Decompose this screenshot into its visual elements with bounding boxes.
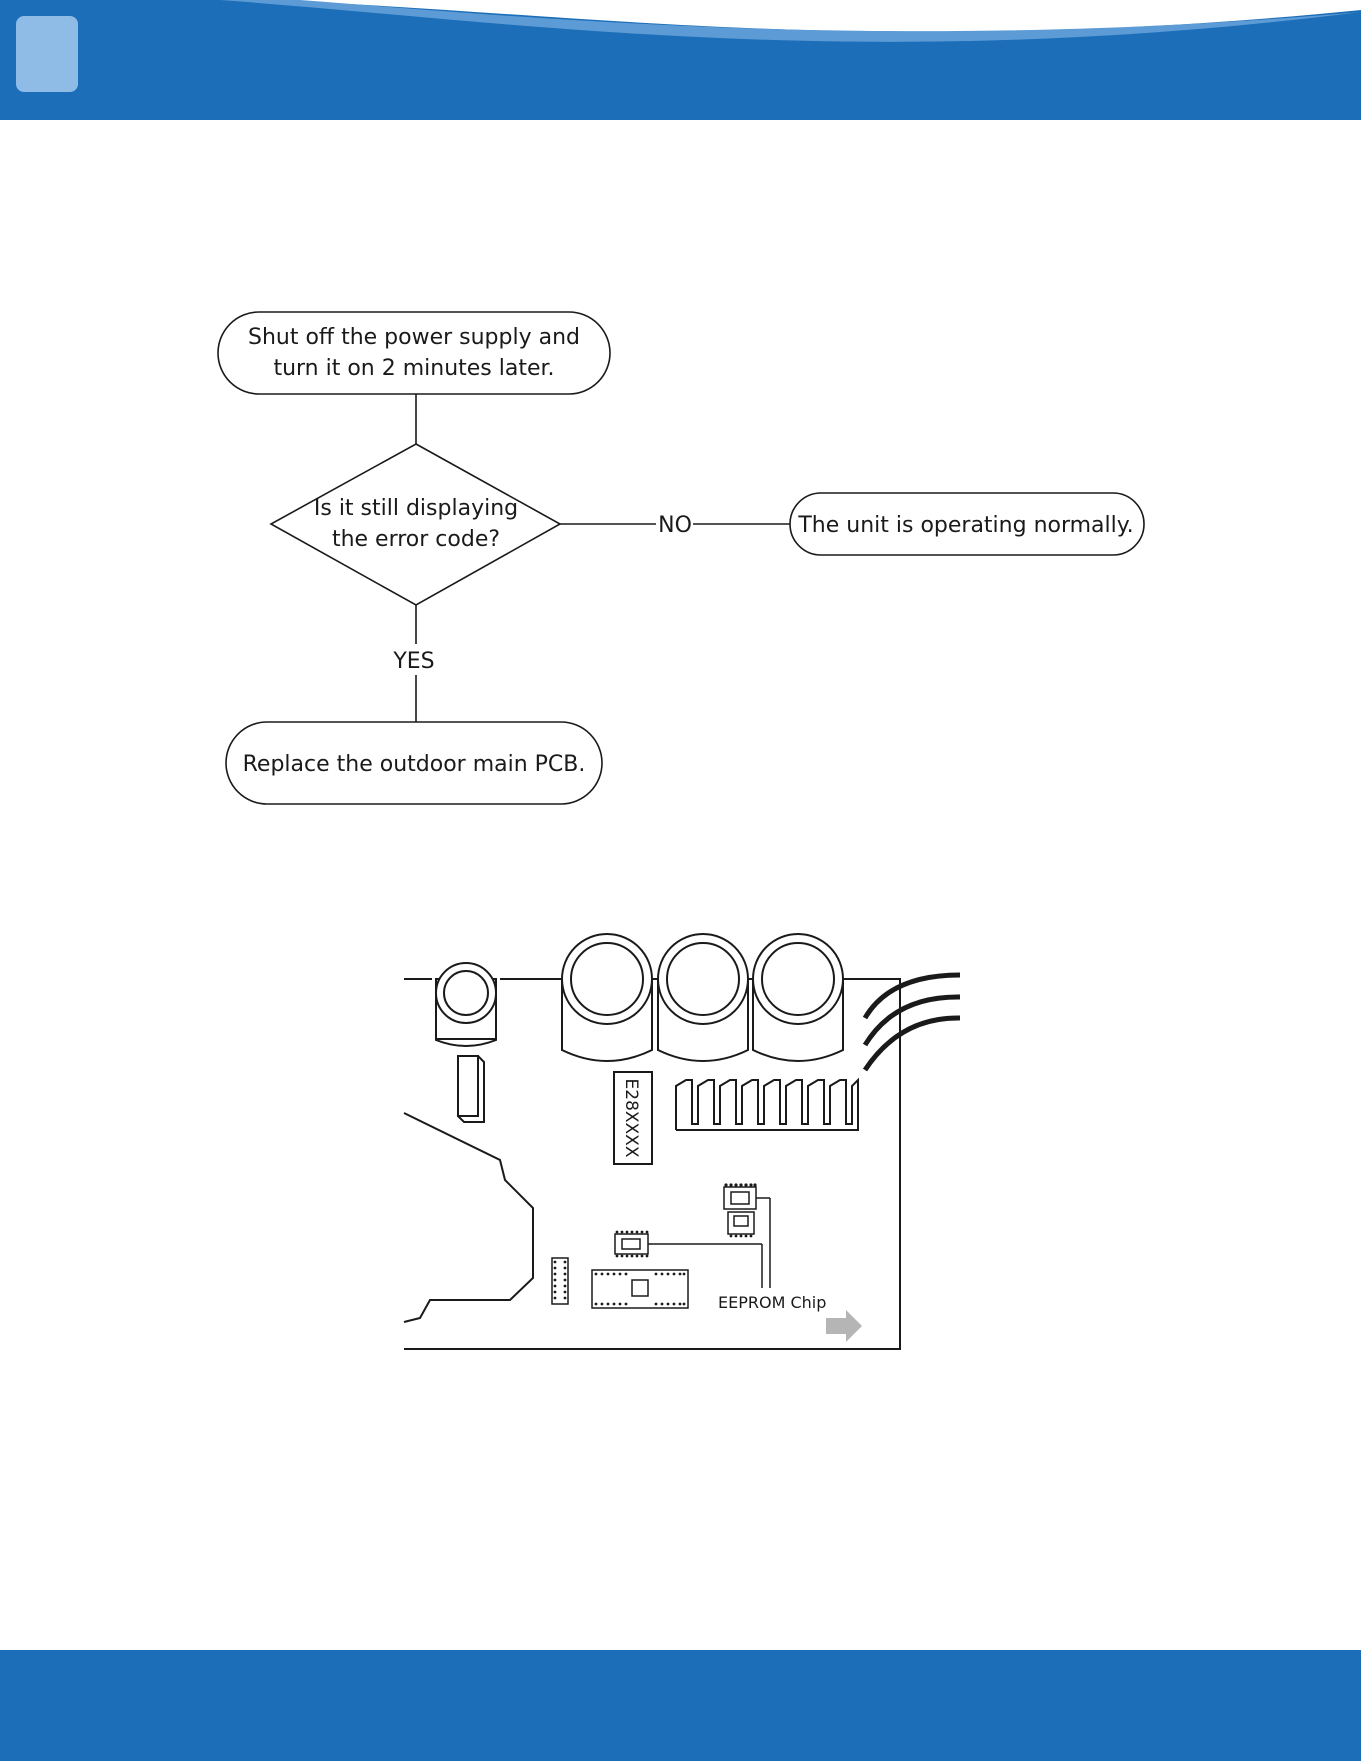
small-capacitor [436, 963, 496, 1046]
direction-arrow-icon [826, 1310, 862, 1342]
footer-background [0, 1650, 1361, 1761]
chip-label: E28XXXX [621, 1079, 641, 1158]
heatsink [676, 1080, 858, 1130]
large-capacitor-3 [753, 934, 843, 1061]
mcu-chip [592, 1270, 688, 1308]
vertical-component [458, 1056, 484, 1122]
large-capacitor-2 [658, 934, 748, 1061]
board-cutout [404, 1113, 533, 1322]
footer-banner [0, 1650, 1361, 1761]
large-capacitor-1 [562, 934, 652, 1061]
eeprom-chip-upper [724, 1187, 770, 1288]
wire-bundle [865, 975, 960, 1070]
eeprom-label: EEPROM Chip [718, 1293, 826, 1312]
